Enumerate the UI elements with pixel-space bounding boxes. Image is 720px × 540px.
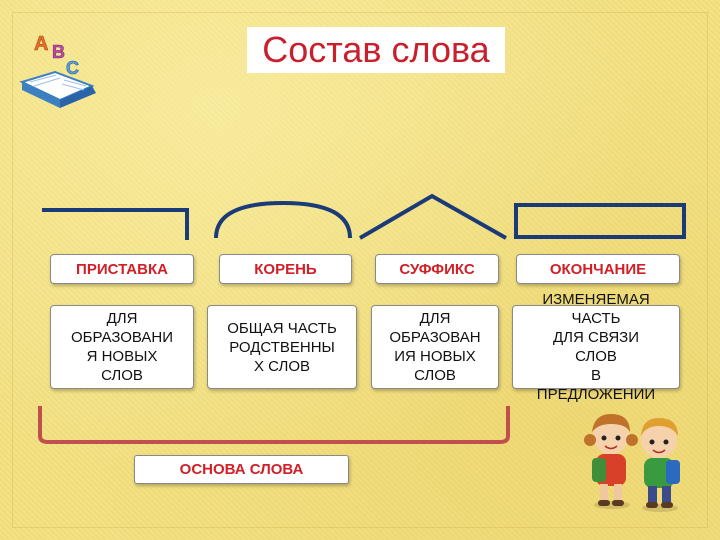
part-label-suffix: СУФФИКС <box>375 254 499 284</box>
part-label-suffix-text: СУФФИКС <box>399 260 475 278</box>
ending-symbol <box>514 203 686 239</box>
part-label-prefix: ПРИСТАВКА <box>50 254 194 284</box>
title-box: Состав слова <box>247 27 505 73</box>
suffix-symbol <box>358 193 507 240</box>
part-label-root-text: КОРЕНЬ <box>254 260 317 278</box>
slide-frame <box>12 12 708 528</box>
book-letter-a: A <box>34 33 48 55</box>
part-label-prefix-text: ПРИСТАВКА <box>76 260 168 278</box>
part-label-ending-text: ОКОНЧАНИЕ <box>549 260 647 278</box>
page-title: Состав слова <box>262 29 490 70</box>
book-letter-c: C <box>66 58 79 78</box>
description-suffix: ДЛЯ ОБРАЗОВАН ИЯ НОВЫХ СЛОВ <box>371 305 499 389</box>
base-label: ОСНОВА СЛОВА <box>179 461 304 478</box>
description-prefix: ДЛЯ ОБРАЗОВАНИ Я НОВЫХ СЛОВ <box>50 305 194 389</box>
prefix-symbol <box>42 208 189 240</box>
part-label-root: КОРЕНЬ <box>219 254 352 284</box>
part-label-ending: ОКОНЧАНИЕ <box>516 254 680 284</box>
book-letter-b: B <box>52 42 65 62</box>
description-root: ОБЩАЯ ЧАСТЬ РОДСТВЕННЫ Х СЛОВ <box>207 305 357 389</box>
root-symbol <box>214 200 352 239</box>
base-label-box: ОСНОВА СЛОВА <box>134 455 349 484</box>
